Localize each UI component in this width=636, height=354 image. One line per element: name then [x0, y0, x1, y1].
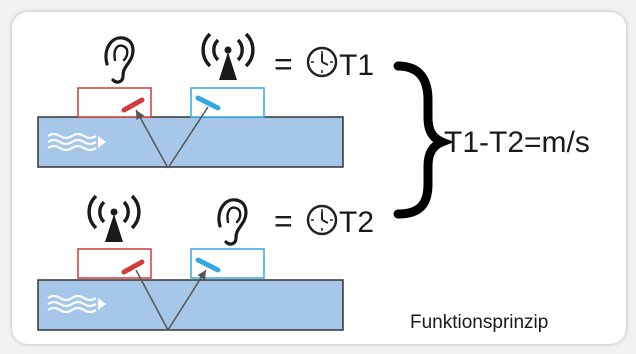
caption-label: Funktionsprinzip — [410, 312, 548, 333]
ear-icon — [104, 36, 135, 84]
t1-label: T1 — [339, 49, 374, 82]
sound-path-top-in — [167, 106, 209, 169]
equals-bottom: = — [274, 203, 293, 239]
pipe-top — [37, 116, 344, 168]
diagram-frame: = T1 = T2 T1-T2=m/s Funktionsprinzip — [12, 12, 626, 344]
equals-top: = — [274, 46, 293, 82]
broadcast-tower-icon — [87, 194, 141, 244]
sound-path-bottom-out — [167, 269, 207, 331]
transducer-blue-bottom — [195, 257, 221, 273]
sound-path-bottom-in — [135, 269, 169, 331]
transducer-blue-top — [195, 95, 221, 111]
transducer-red-bottom — [121, 259, 145, 275]
broadcast-tower-icon — [201, 32, 255, 82]
t2-label: T2 — [339, 206, 374, 239]
curly-brace — [393, 61, 455, 219]
sound-path-top-out — [135, 109, 169, 169]
ultrasonic-flow-diagram: = T1 = T2 T1-T2=m/s Funktionsprinzip — [37, 32, 590, 333]
ear-icon — [217, 198, 248, 246]
bottom-section: = T2 — [37, 194, 374, 331]
top-section: = T1 — [37, 32, 374, 169]
clock-icon — [306, 204, 338, 236]
formula-label: T1-T2=m/s — [444, 126, 590, 159]
transducer-red-top — [121, 97, 145, 113]
clock-icon — [306, 46, 338, 78]
